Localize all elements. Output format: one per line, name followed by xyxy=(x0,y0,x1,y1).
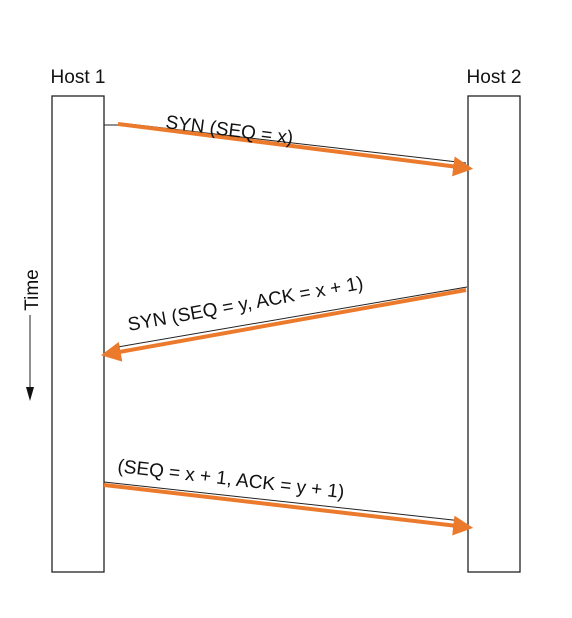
message-3-guide-line xyxy=(103,481,463,522)
time-axis-arrowhead xyxy=(26,387,34,401)
message-2-label: SYN (SEQ = y, ACK = x + 1) xyxy=(126,273,365,336)
message-ack: (SEQ = x + 1, ACK = y + 1) xyxy=(103,456,474,536)
time-axis-label: Time xyxy=(22,269,43,311)
host-1-label: Host 1 xyxy=(51,67,106,88)
host-2-timeline xyxy=(467,95,521,573)
message-1-label: SYN (SEQ = x) xyxy=(164,112,294,149)
message-syn-ack: SYN (SEQ = y, ACK = x + 1) xyxy=(100,273,468,362)
host-2-label: Host 2 xyxy=(467,67,522,88)
message-3-arrow xyxy=(103,483,474,536)
message-1-arrow xyxy=(117,122,474,177)
host-1-timeline xyxy=(51,95,105,573)
message-2-arrow xyxy=(100,288,467,362)
message-syn: SYN (SEQ = x) xyxy=(104,112,474,177)
message-2-guide-line xyxy=(111,286,468,349)
